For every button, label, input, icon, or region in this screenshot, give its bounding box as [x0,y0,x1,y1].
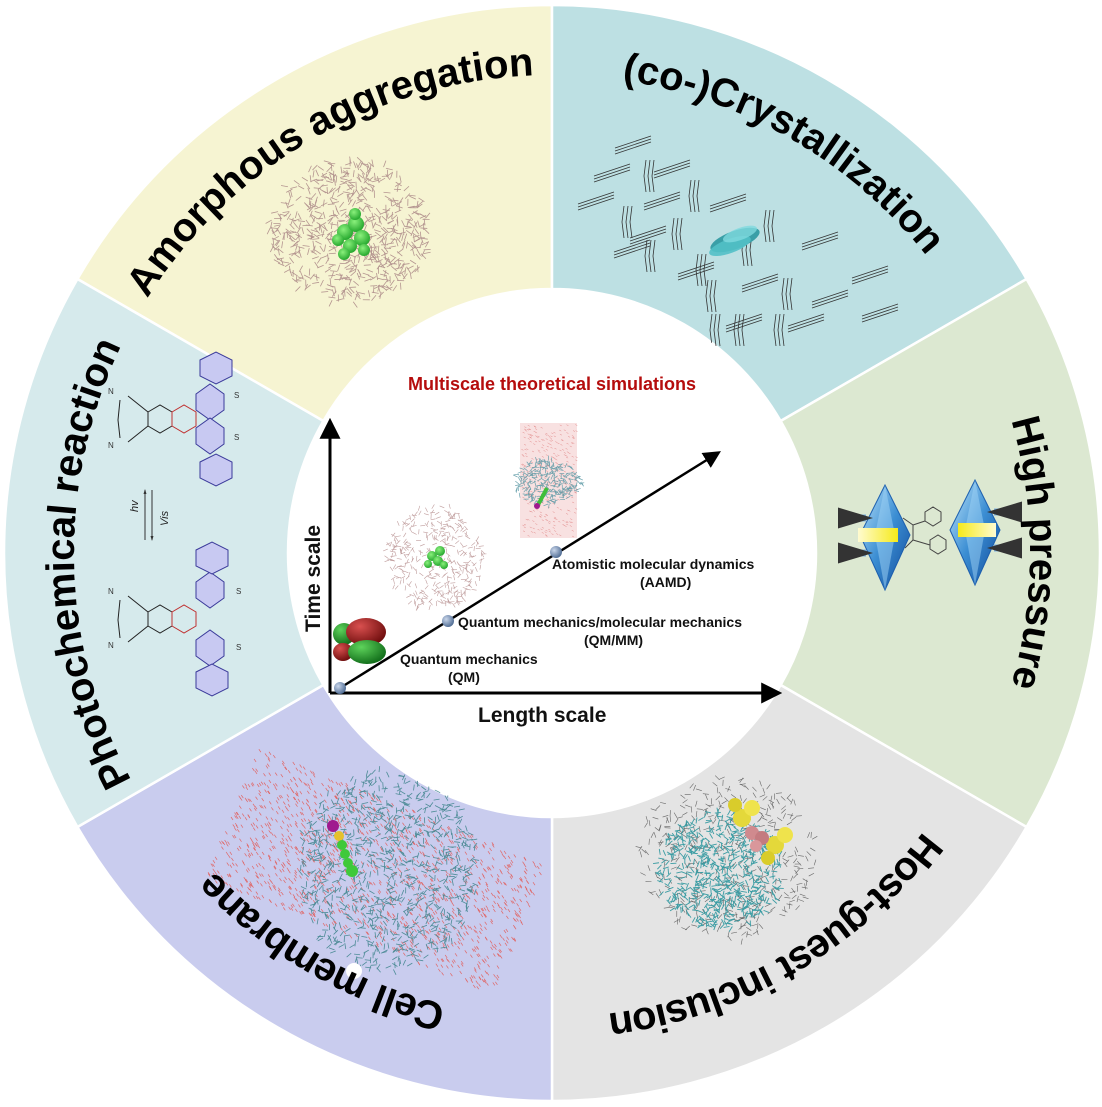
pink-guest-molecule [745,826,769,852]
ring-segments [2,3,1102,1103]
cell-membrane-illustration [207,748,542,990]
qmmm-aggregate-illustration [383,503,487,611]
nitrogen-atom-label: N [108,587,114,596]
scale-axes [319,417,783,704]
time-scale-label: Time scale [302,525,325,632]
aamd-membrane-illustration [512,423,585,538]
multiscale-diagonal [339,451,721,690]
sulfur-atom-label: S [236,587,241,596]
crystal-lattice-illustration [577,135,899,347]
qm-label: Quantum mechanics [400,651,538,667]
right-diamond-anvil [949,478,1022,587]
aamd-abbr: (AAMD) [640,574,691,590]
yellow-host-molecules [728,798,793,865]
left-diamond-anvil [838,483,911,592]
sulfur-atom-label: S [236,643,241,652]
reverse-light-label: Vis [159,510,171,526]
nitrogen-atom-label: N [108,441,114,450]
qm-marker [334,682,346,694]
aamd-marker [550,546,562,558]
diamond-anvil-illustration [838,478,1022,592]
nitrogen-atom-label: N [108,641,114,650]
sulfur-atom-label: S [234,433,239,442]
equilibrium-arrows [143,489,154,541]
compressed-molecule [902,506,947,555]
green-guest-molecule [332,208,370,260]
nitrogen-atom-label: N [108,387,114,396]
host-guest-illustration [635,775,818,945]
center-title: Multiscale theoretical simulations [408,374,696,394]
qmmm-label: Quantum mechanics/molecular mechanics [458,614,742,630]
amorphous-aggregate-illustration [265,156,431,308]
qm-abbr: (QM) [448,669,480,685]
amorphous-molecular-mesh [265,156,431,308]
photoswitch-reaction-illustration: S S N N hv Vis S S N N [108,351,241,697]
closed-isomer [117,351,233,487]
length-scale-label: Length scale [478,704,606,727]
aamd-label: Atomistic molecular dynamics [552,556,755,572]
qmmm-abbr: (QM/MM) [584,632,643,648]
sulfur-atom-label: S [234,391,239,400]
membrane-probe-molecule [327,820,358,877]
forward-light-label: hv [129,499,141,512]
cyan-guest-molecule [709,225,760,256]
qmmm-marker [442,615,454,627]
white-dot [346,963,362,979]
open-isomer [117,541,229,697]
molecular-orbital-illustration [333,618,386,664]
